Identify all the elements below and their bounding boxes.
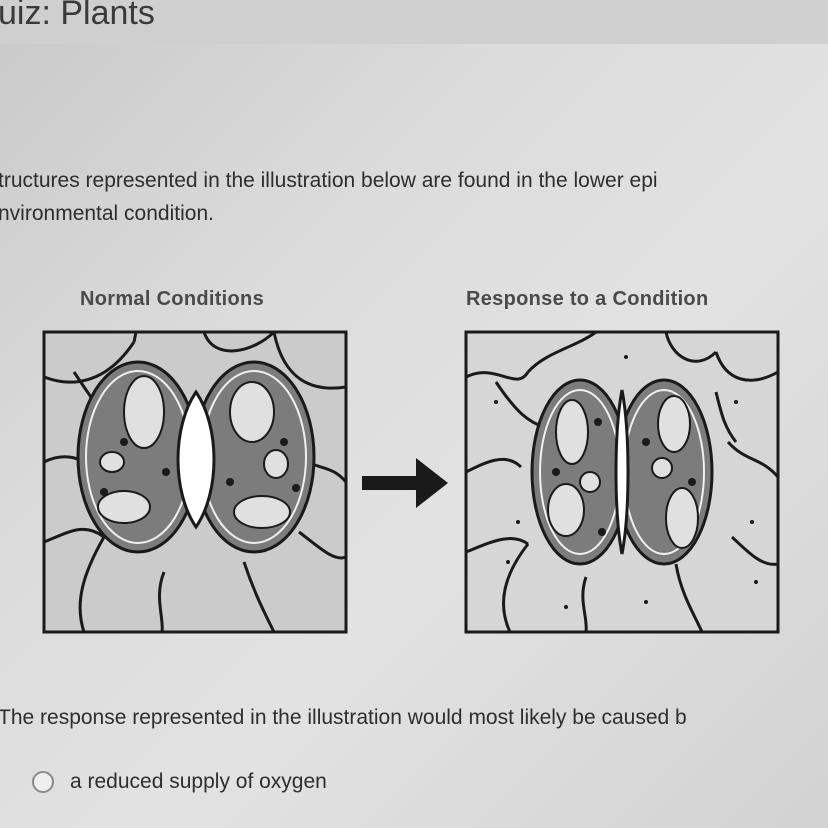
question-line-2: nvironmental condition.: [0, 202, 214, 225]
normal-conditions-label: Normal Conditions: [80, 288, 264, 310]
option-label: a reduced supply of oxygen: [70, 770, 327, 793]
question-line-1: tructures represented in the illustratio…: [0, 169, 658, 192]
open-pore: [176, 389, 216, 530]
closed-pore: [614, 389, 630, 555]
normal-stoma-panel: [42, 330, 348, 634]
header-bar: uiz: Plants: [0, 0, 828, 44]
answer-option-a[interactable]: a reduced supply of oxygen: [32, 770, 327, 794]
radio-button[interactable]: [32, 771, 54, 793]
quiz-title: uiz: Plants: [0, 0, 155, 32]
arrow-icon: [362, 458, 448, 508]
question-text: tructures represented in the illustratio…: [0, 164, 828, 230]
question-prompt: The response represented in the illustra…: [0, 706, 687, 729]
response-condition-label: Response to a Condition: [466, 288, 709, 310]
stomata-illustration: [42, 330, 780, 634]
response-stoma-panel: [464, 330, 780, 634]
